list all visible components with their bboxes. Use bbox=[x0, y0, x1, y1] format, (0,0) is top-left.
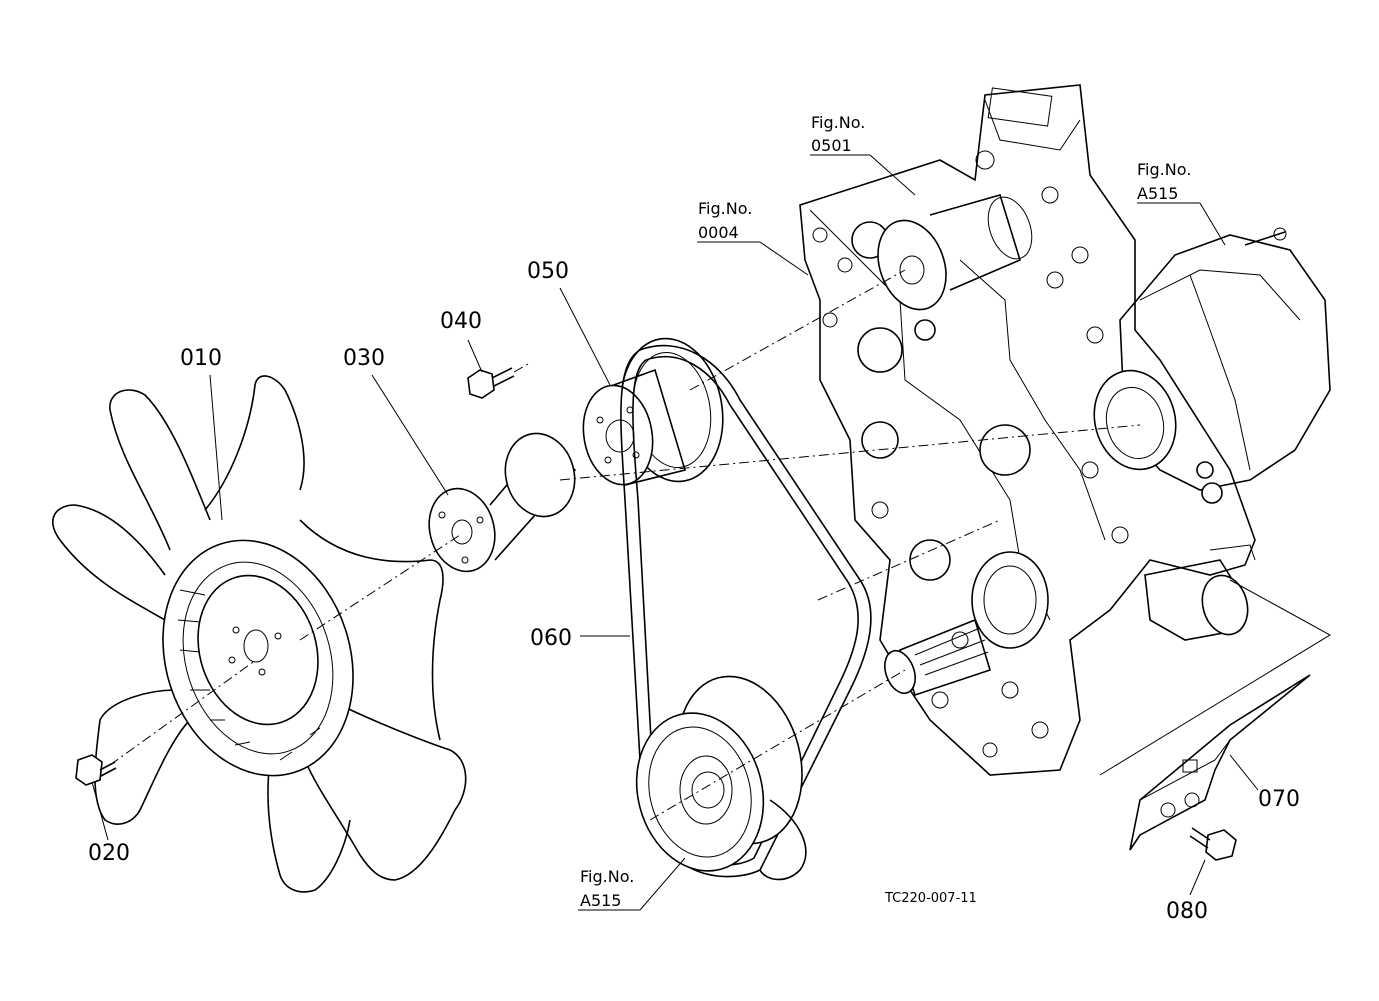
engine-sleeve bbox=[1093, 369, 1177, 471]
bolt-020 bbox=[75, 754, 117, 786]
fig-ref-0004-label: Fig.No. bbox=[698, 199, 752, 218]
fig-ref-a515-top-number: A515 bbox=[1137, 184, 1178, 203]
fig-ref-0004-number: 0004 bbox=[698, 223, 739, 242]
water-pump bbox=[877, 194, 1033, 311]
outlet-pipe bbox=[1144, 544, 1256, 641]
part-label-020: 020 bbox=[88, 841, 130, 866]
fig-ref-0501-label: Fig.No. bbox=[811, 113, 865, 132]
v-belt-060 bbox=[620, 344, 872, 878]
part-label-060: 060 bbox=[530, 626, 572, 651]
part-label-010: 010 bbox=[180, 346, 222, 371]
part-label-070: 070 bbox=[1258, 787, 1300, 812]
crank-shaft bbox=[884, 551, 1049, 697]
bolt-040 bbox=[467, 363, 529, 399]
cooling-fan bbox=[52, 375, 467, 893]
drawing-code: TC220-007-11 bbox=[884, 891, 977, 906]
leader-lines bbox=[91, 154, 1259, 911]
spacer-030 bbox=[428, 432, 577, 573]
engine-block bbox=[799, 84, 1331, 776]
bracket-070 bbox=[1129, 674, 1311, 851]
part-label-040: 040 bbox=[440, 309, 482, 334]
fig-ref-a515-bottom-number: A515 bbox=[580, 891, 621, 910]
part-label-080: 080 bbox=[1166, 899, 1208, 924]
pulley-050 bbox=[582, 337, 724, 486]
part-label-050: 050 bbox=[527, 259, 569, 284]
bolt-080 bbox=[1189, 827, 1237, 861]
fig-ref-a515-top-label: Fig.No. bbox=[1137, 160, 1191, 179]
crank-pulley bbox=[635, 675, 807, 881]
part-label-030: 030 bbox=[343, 346, 385, 371]
fig-ref-a515-bottom-label: Fig.No. bbox=[580, 867, 634, 886]
fig-ref-0501-number: 0501 bbox=[811, 136, 852, 155]
